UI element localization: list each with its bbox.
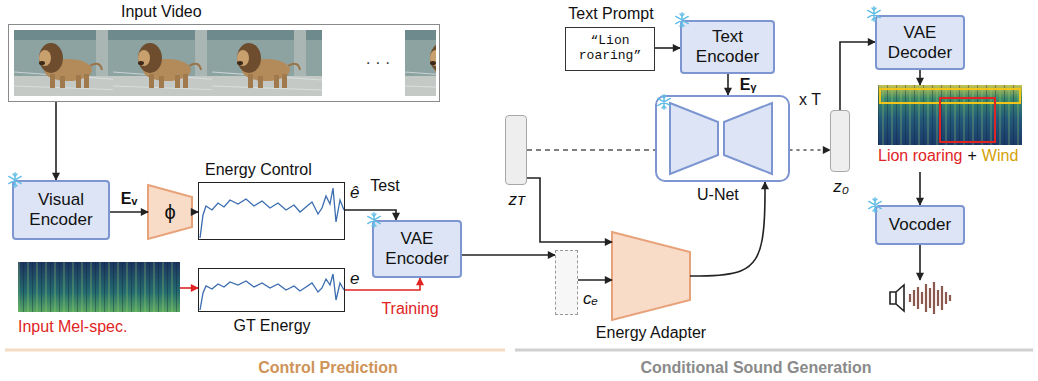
node-text: VAE Decoder (880, 23, 960, 62)
node-text: “Lion roaring” (569, 34, 651, 64)
node-text: z₀ (833, 177, 849, 197)
output-spectrogram-image (878, 85, 1022, 145)
node-text: Lion roaring (878, 147, 963, 165)
speaker-icon (890, 285, 904, 311)
node-text: Text Encoder (685, 27, 770, 66)
latent-box: zᴛ (505, 115, 527, 185)
connector-arrow (462, 254, 555, 256)
video-frames (212, 30, 322, 96)
encoder-box: Text Encoder (680, 20, 775, 74)
annotation-label: Control Prediction (258, 359, 398, 377)
connector-arrow (840, 42, 875, 110)
video-frames (113, 30, 223, 96)
section-rule (5, 349, 505, 352)
unet-box: U-Net (655, 95, 790, 182)
node-text: e (350, 269, 359, 289)
connector-arrow (578, 279, 612, 281)
energy-plot: GT Energye (198, 268, 345, 312)
trainable-trapezoid (148, 185, 690, 320)
condition-box: cₑ (555, 250, 578, 315)
connector-arrow (655, 47, 680, 49)
node-text: Text Prompt (568, 5, 653, 23)
trainable-trapezoid (612, 232, 690, 320)
section-rule (515, 349, 1033, 352)
encoder-box: VAE Encoder (372, 220, 462, 278)
annotation-label: · · · (366, 54, 391, 72)
node-text: ϕ (164, 201, 175, 224)
node-text: Vocoder (889, 215, 951, 235)
node-text: ê (350, 183, 359, 203)
spectrogram-output: Lion roaring + Wind (874, 85, 1032, 172)
vocoder-box: Vocoder (875, 205, 965, 245)
connector-arrow (790, 149, 830, 151)
unet-shape (724, 103, 772, 174)
snowflake-icon (9, 7, 881, 227)
connector-arrow (180, 287, 198, 289)
speaker-icon (919, 245, 921, 280)
connector-arrow (727, 74, 729, 95)
annotation-label: Conditional Sound Generation (640, 359, 871, 377)
edge-label: x T (797, 91, 823, 109)
adapter-trapezoid: Energy Adapter (612, 232, 690, 320)
node-text: Input Mel-spec. (18, 318, 127, 336)
speaker-icon (890, 245, 950, 314)
connector-arrow (110, 211, 148, 213)
node-text: Energy Control (205, 161, 312, 179)
video-frames (405, 30, 515, 96)
edge-label: Training (379, 300, 440, 318)
prompt-box: Text Prompt“Lion roaring” (565, 27, 655, 71)
unet-shape (670, 103, 718, 174)
projection-trapezoid: ϕ (148, 185, 192, 239)
node-text: U-Net (697, 186, 739, 204)
decoder-box: VAE Decoder (875, 15, 965, 70)
connector-arrow (527, 149, 655, 151)
node-text: Energy Adapter (596, 324, 706, 342)
node-text: Input Video (121, 3, 202, 21)
node-text: VAE Encoder (377, 229, 457, 268)
trainable-trapezoid (148, 185, 192, 239)
mel-spectrogram: Input Mel-spec. (18, 262, 180, 312)
output-spectrogram-image (878, 85, 1022, 145)
connector-arrow (690, 182, 765, 276)
output-spectrogram-image (878, 85, 1022, 145)
connector-arrow (527, 178, 612, 242)
edge-label: Eᵧ (738, 76, 759, 94)
speaker-icon (910, 282, 950, 314)
node-text: GT Energy (233, 317, 310, 335)
output-spectrogram-image (880, 89, 1020, 103)
node-text: cₑ (583, 289, 598, 309)
energy-curve (200, 188, 344, 238)
connector-arrow (55, 102, 57, 180)
latent-box: z₀ (830, 110, 850, 172)
node-text: Visual Encoder (17, 190, 105, 229)
connector-arrow (345, 210, 396, 220)
section-rule (5, 350, 1033, 351)
node-text: + (968, 147, 977, 165)
video-frames (14, 30, 124, 96)
mel-spectrogram-image (18, 262, 180, 312)
energy-plot: Energy Controlê (198, 182, 345, 240)
energy-curve (200, 274, 344, 310)
mel-spectrogram-image (18, 262, 180, 312)
video-frames (405, 30, 515, 96)
energy-curve (200, 188, 344, 310)
node-text: Wind (982, 147, 1018, 165)
mel-spectrogram-image (18, 262, 180, 312)
edge-label: Eᵥ (119, 190, 140, 208)
output-spectrogram-image (940, 98, 995, 142)
encoder-box: Visual Encoder (12, 180, 110, 240)
node-text: zᴛ (508, 190, 525, 210)
unet-shape (670, 103, 772, 174)
connector-arrow (919, 172, 921, 205)
connector-arrow (919, 70, 921, 85)
edge-label: Test (368, 177, 401, 195)
